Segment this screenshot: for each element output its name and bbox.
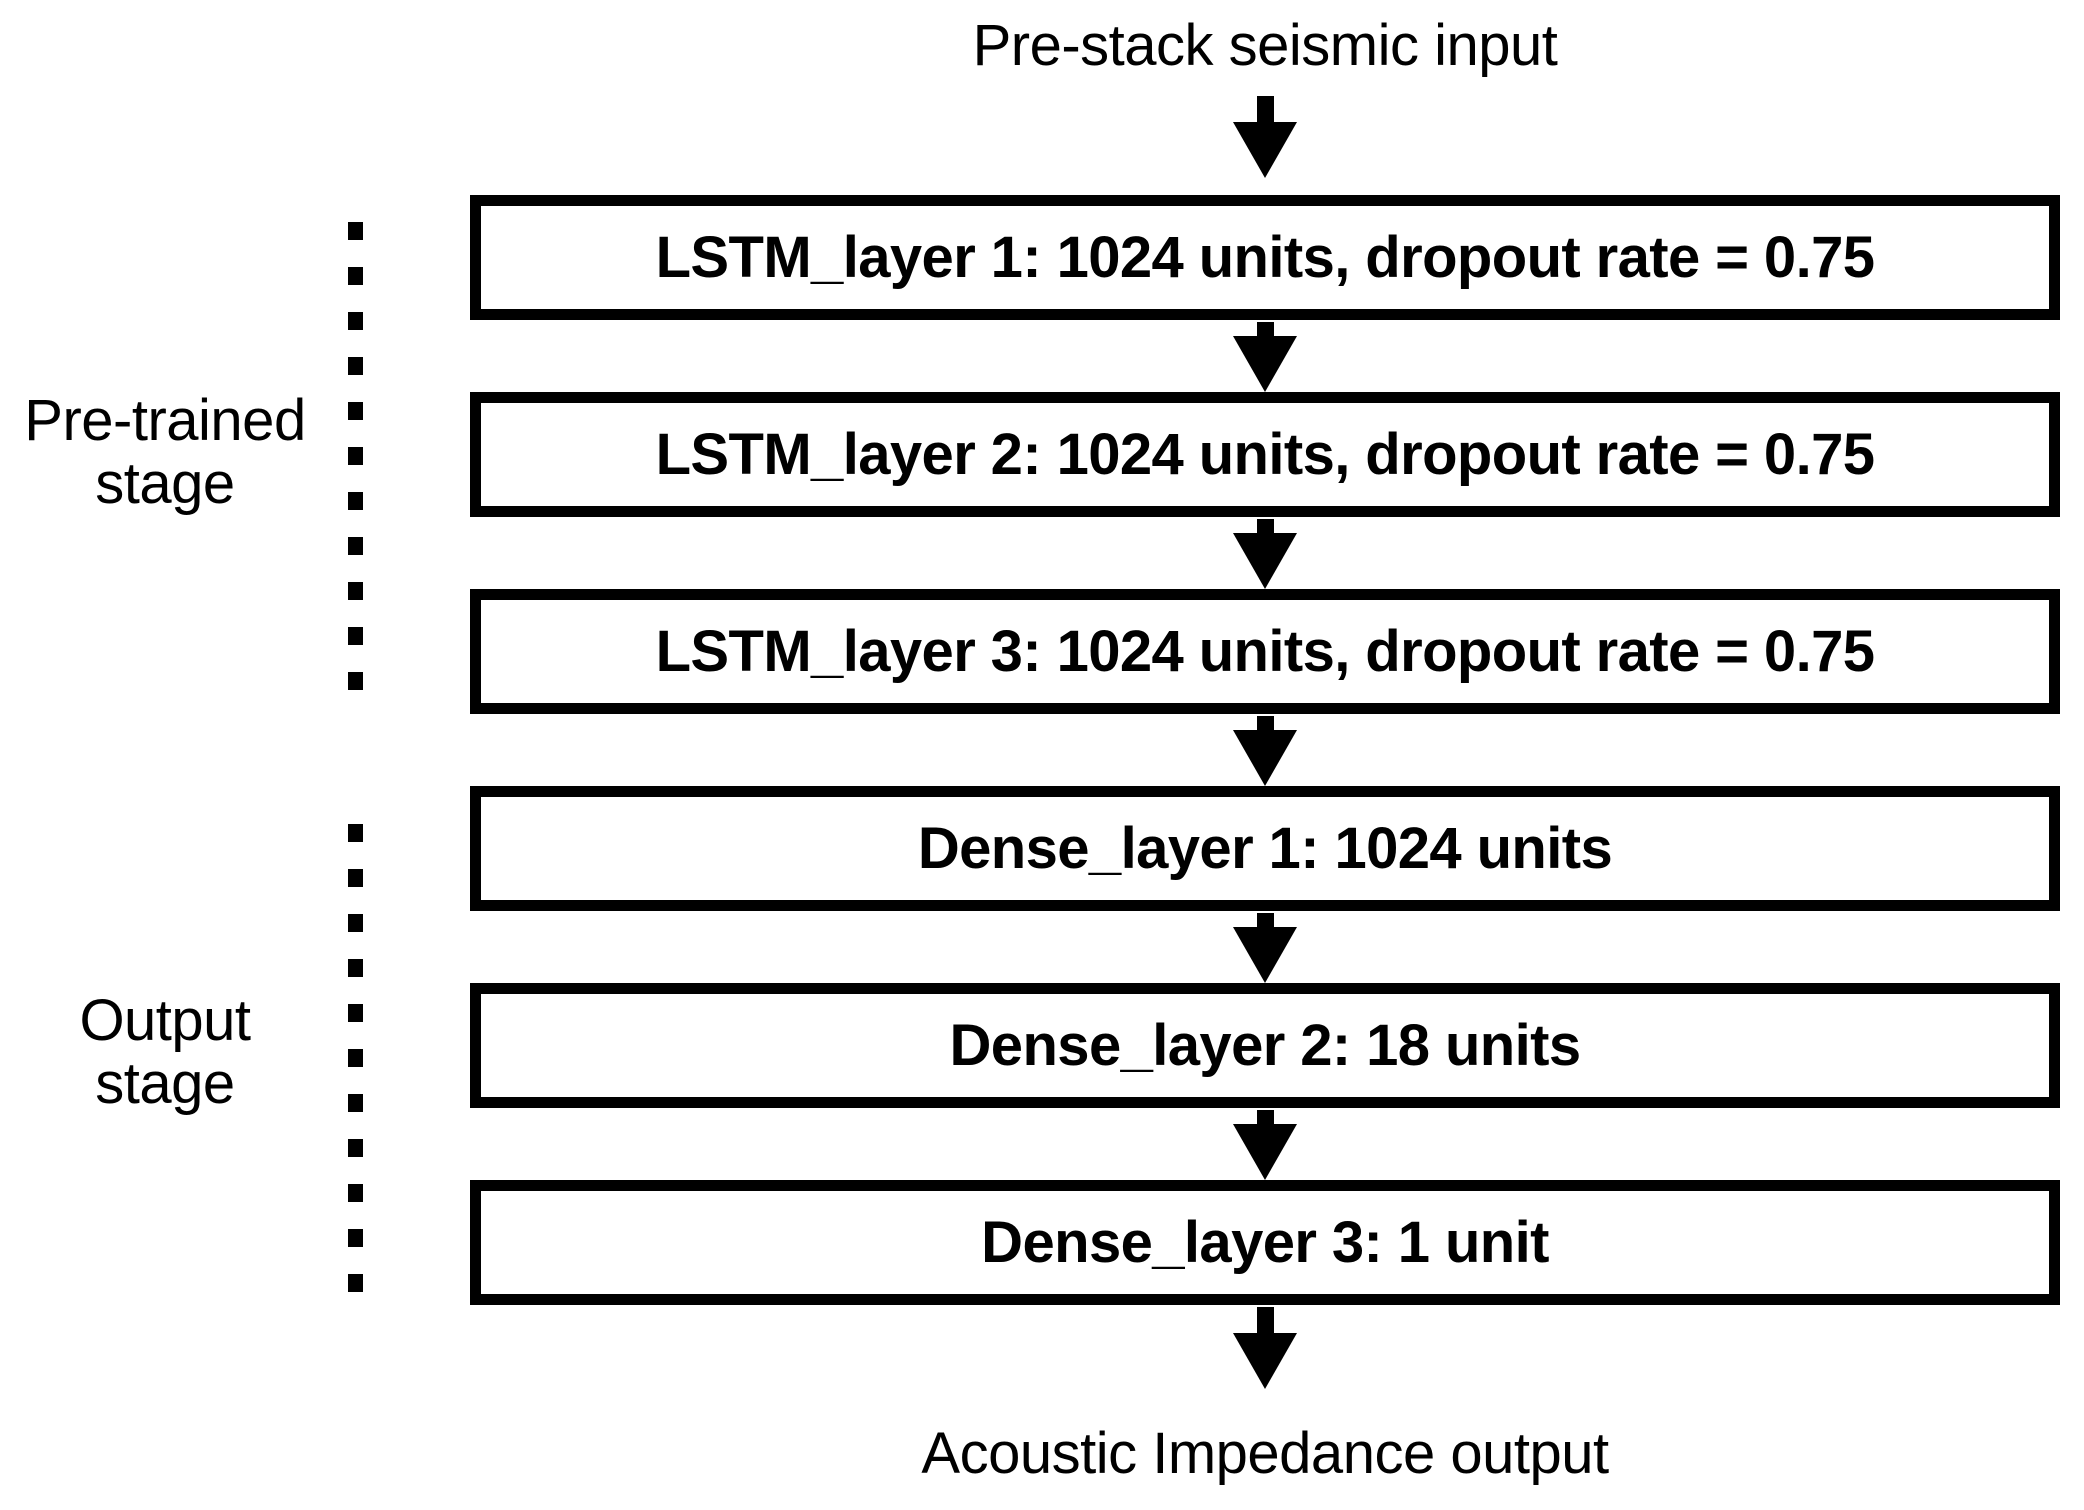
arrow-head xyxy=(1233,927,1297,983)
arrow-down-icon-dense-1-to-dense-2 xyxy=(1233,913,1297,983)
stage-label-output: Output stage xyxy=(0,988,330,1116)
layer-box-label: LSTM_layer 3: 1024 units, dropout rate =… xyxy=(655,618,1875,684)
arrow-down-icon-input-to-lstm-1 xyxy=(1233,96,1297,178)
arrow-head xyxy=(1233,1124,1297,1180)
arrow-stem xyxy=(1256,1307,1274,1333)
arrow-stem xyxy=(1256,322,1274,336)
layer-box-label: Dense_layer 2: 18 units xyxy=(949,1012,1582,1078)
arrow-head xyxy=(1233,336,1297,392)
arrow-head xyxy=(1233,122,1297,178)
layer-box-lstm-layer-2: LSTM_layer 2: 1024 units, dropout rate =… xyxy=(470,392,2060,517)
arrow-head xyxy=(1233,730,1297,786)
stage-label-pre-trained-line1: Pre-trained xyxy=(24,388,306,453)
layer-box-dense-layer-1: Dense_layer 1: 1024 units xyxy=(470,786,2060,911)
layer-box-label: LSTM_layer 2: 1024 units, dropout rate =… xyxy=(655,421,1875,487)
arrow-stem xyxy=(1256,913,1274,927)
output-caption: Acoustic Impedance output xyxy=(921,1421,1609,1486)
layer-box-label: LSTM_layer 1: 1024 units, dropout rate =… xyxy=(655,224,1875,290)
arrow-down-icon-dense-2-to-dense-3 xyxy=(1233,1110,1297,1180)
stage-label-output-line1: Output xyxy=(79,988,251,1053)
layer-box-label: Dense_layer 3: 1 unit xyxy=(981,1209,1549,1275)
arrow-head xyxy=(1233,533,1297,589)
arrow-down-icon-dense-3-to-output xyxy=(1233,1307,1297,1389)
arrow-stem xyxy=(1256,96,1274,122)
arrow-down-icon-lstm-1-to-lstm-2 xyxy=(1233,322,1297,392)
arrow-head xyxy=(1233,1333,1297,1389)
stage-divider-pre-trained xyxy=(348,222,363,696)
stage-label-output-line2: stage xyxy=(95,1050,235,1116)
arrow-down-icon-lstm-2-to-lstm-3 xyxy=(1233,519,1297,589)
input-caption: Pre-stack seismic input xyxy=(972,13,1558,78)
layer-box-lstm-layer-3: LSTM_layer 3: 1024 units, dropout rate =… xyxy=(470,589,2060,714)
stage-label-pre-trained: Pre-trained stage xyxy=(0,388,330,516)
stage-label-pre-trained-line2: stage xyxy=(95,450,235,516)
stage-divider-output xyxy=(348,824,363,1308)
arrow-down-icon-lstm-3-to-dense-1 xyxy=(1233,716,1297,786)
layer-box-dense-layer-2: Dense_layer 2: 18 units xyxy=(470,983,2060,1108)
arrow-stem xyxy=(1256,519,1274,533)
arrow-stem xyxy=(1256,1110,1274,1124)
layer-box-label: Dense_layer 1: 1024 units xyxy=(917,815,1613,881)
arrow-stem xyxy=(1256,716,1274,730)
layer-box-lstm-layer-1: LSTM_layer 1: 1024 units, dropout rate =… xyxy=(470,195,2060,320)
layer-box-dense-layer-3: Dense_layer 3: 1 unit xyxy=(470,1180,2060,1305)
